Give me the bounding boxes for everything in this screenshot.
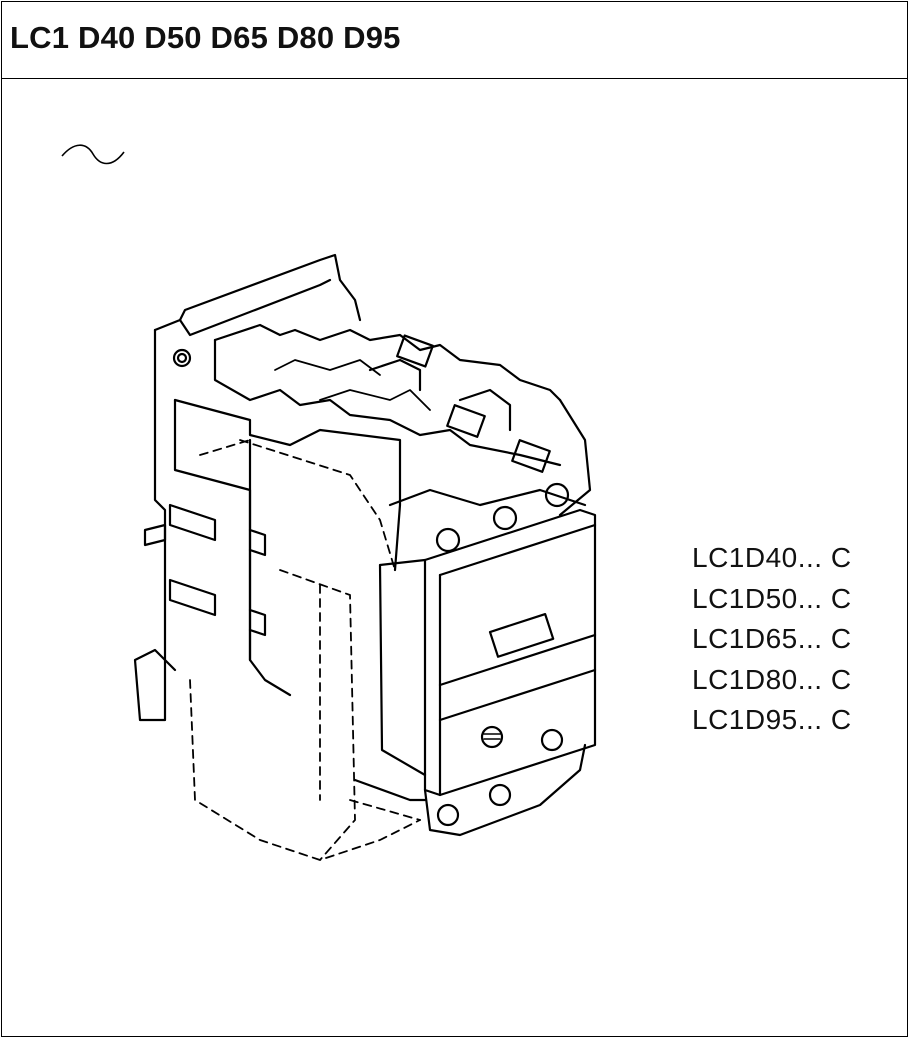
model-item: LC1D65... C [692,623,852,654]
header: LC1 D40 D50 D65 D80 D95 [2,2,907,79]
model-item: LC1D50... C [692,582,852,614]
model-item: LC1D95... C [692,704,852,735]
page-title: LC1 D40 D50 D65 D80 D95 [10,20,401,55]
model-list: LC1D40... C LC1D50... C LC1D65... C LC1D… [692,538,852,741]
ac-tilde-icon [61,144,125,165]
model-item: LC1D80... C [692,663,852,695]
model-item: LC1D40... C [692,542,852,573]
contactor-drawing-icon [133,253,597,861]
